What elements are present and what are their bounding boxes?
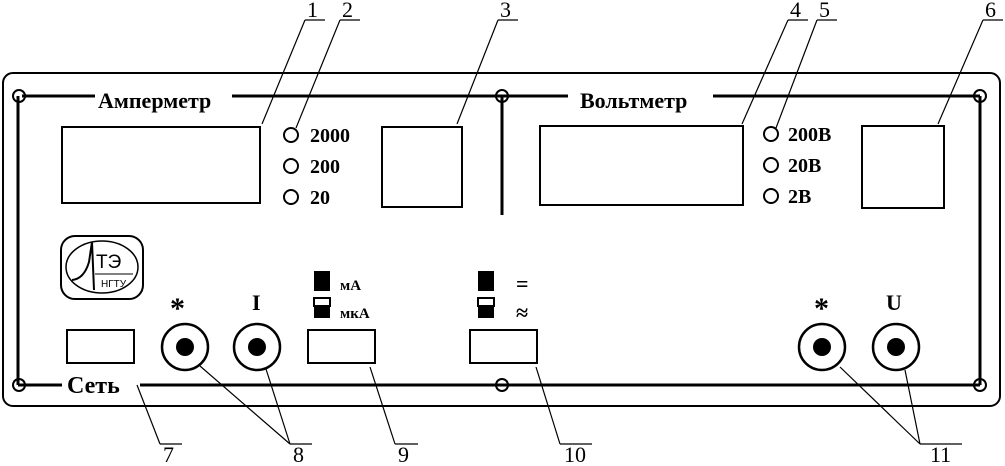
current-terminal[interactable] [232,322,282,372]
ammeter-range-label: 200 [310,156,340,178]
logo-main-text: ТЭ [96,252,121,273]
panel-outline [2,72,1001,407]
logo-signal-icon [71,241,95,291]
dc-mode-symbol: = [516,271,529,296]
current-terminal-symbol: I [252,290,261,315]
callout-number: 3 [500,0,511,22]
ammeter-range-label: 20 [310,187,330,209]
common-terminal-symbol: * [170,292,185,325]
unit-ma-label: мА [340,278,361,294]
logo-sub-text: НГТУ [101,279,127,290]
voltmeter-range-indicators: 200В 20В 2В [763,124,831,208]
voltmeter-range-label: 200В [788,124,831,146]
terminal-jack-icon [232,322,282,372]
terminal-jack-icon [797,322,847,372]
screw-icon [495,378,509,392]
ammeter-title: Амперметр [98,88,211,113]
logo-ring-icon [65,240,139,294]
common-terminal-symbol: * [814,292,829,325]
screw-icon [973,378,987,392]
callout-number: 8 [293,442,304,466]
screw-icon [495,89,509,103]
voltage-terminal-symbol: U [886,290,902,315]
switch-pressed-icon [314,271,330,291]
switch-pressed-icon [478,271,494,291]
unit-ua-label: мкА [340,306,370,322]
ac-mode-symbol: ≈ [516,300,528,325]
terminal-jack-icon [871,322,921,372]
unit-switch-legend: мА мкА [313,271,370,322]
power-switch[interactable] [66,329,135,364]
callout-number: 2 [342,0,353,22]
voltmeter-display [539,125,744,206]
callout-number: 9 [398,442,409,466]
callout-numbers: 1 2 3 4 5 6 7 8 9 10 11 [163,0,996,466]
switch-released-icon [313,297,331,307]
callout-number: 6 [985,0,996,22]
voltmeter-range-label: 2В [788,186,811,208]
range-led-icon [763,126,779,142]
screw-icon [12,89,26,103]
ammeter-range-label: 2000 [310,125,350,147]
unit-switch-button[interactable] [307,329,376,364]
ammeter-display [61,126,261,204]
range-led-icon [763,188,779,204]
range-led-icon [283,158,299,174]
callout-leaders [136,19,1003,445]
range-led-icon [283,189,299,205]
voltage-terminal[interactable] [871,322,921,372]
voltmeter-range-label: 20В [788,155,821,177]
callout-number: 11 [930,442,951,466]
callout-number: 10 [564,442,586,466]
screw-icon [12,378,26,392]
ammeter-auxiliary-window [381,126,463,208]
callout-number: 7 [163,442,174,466]
common-voltage-terminal[interactable] [797,322,847,372]
callout-number: 5 [819,0,830,22]
ammeter-range-indicators: 2000 200 20 [283,125,350,209]
callout-number: 1 [307,0,318,22]
range-led-icon [763,157,779,173]
common-current-terminal[interactable] [160,322,210,372]
logo: ТЭ НГТУ [60,235,144,300]
power-label: Сеть [67,373,120,399]
inner-frame [16,94,982,387]
mode-switch-button[interactable] [469,329,538,364]
voltmeter-title: Вольтметр [580,88,687,113]
range-led-icon [283,127,299,143]
screw-icon [973,89,987,103]
mode-switch-legend: = ≈ [477,271,529,325]
panel-screws [12,89,987,392]
callout-number: 4 [790,0,801,22]
terminal-jack-icon [160,322,210,372]
voltmeter-auxiliary-window [861,125,945,209]
switch-released-icon [477,297,495,307]
